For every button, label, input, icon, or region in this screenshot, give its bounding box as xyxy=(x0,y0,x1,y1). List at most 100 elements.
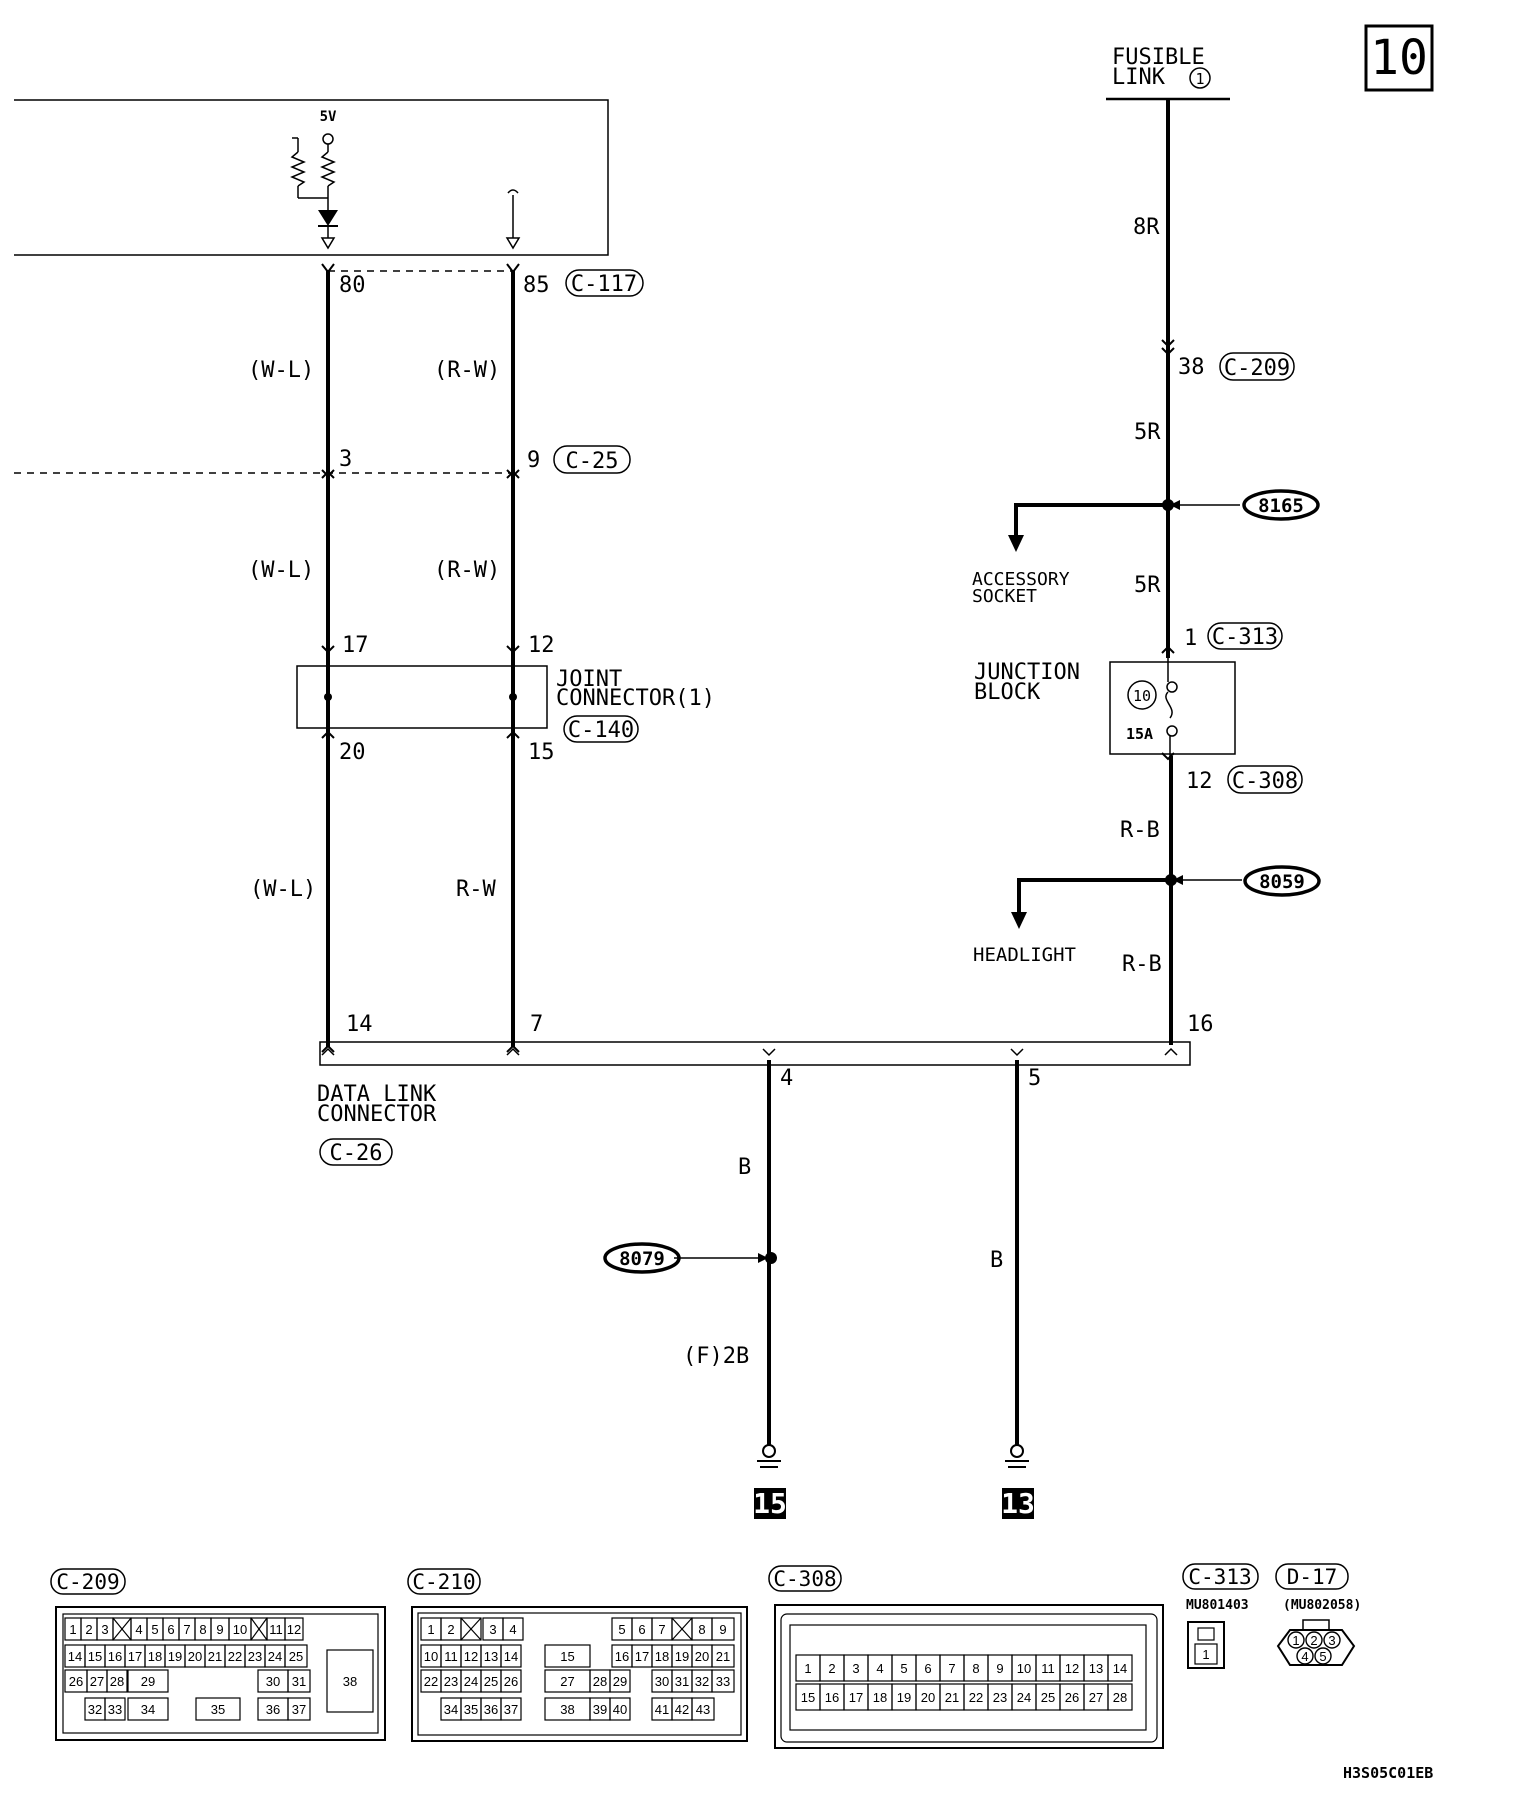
joint-connector-label-2: CONNECTOR(1) xyxy=(556,686,715,711)
c209-pin: 27 xyxy=(90,1674,104,1689)
pin-1: 1 xyxy=(1184,626,1197,651)
connector-c313: C-313 xyxy=(1212,625,1278,650)
c209-pin: 8 xyxy=(199,1622,206,1637)
connector-c209: C-209 xyxy=(1224,356,1290,381)
c209-pin-cell xyxy=(287,1697,311,1721)
c209-pin: 21 xyxy=(208,1649,222,1664)
c308-pin: 22 xyxy=(969,1690,983,1705)
diode-icon xyxy=(318,210,338,226)
connector-c25: C-25 xyxy=(566,449,619,474)
wire-color-wl-3: (W-L) xyxy=(250,877,316,902)
d17-pin: 1 xyxy=(1292,1633,1299,1648)
c209-pin: 25 xyxy=(289,1649,303,1664)
diagram-code: H3S05C01EB xyxy=(1343,1764,1433,1782)
d17-pin-ring xyxy=(1305,1631,1323,1649)
c209-pin-cell xyxy=(326,1649,374,1713)
c210-pin: 11 xyxy=(444,1649,458,1664)
second-resistor xyxy=(290,151,306,187)
c210-pin: 38 xyxy=(560,1702,574,1717)
dlc-label-2: CONNECTOR xyxy=(317,1102,437,1127)
c209-pin-cell xyxy=(127,1697,169,1721)
c210-pin: 18 xyxy=(655,1649,669,1664)
c308-pin: 14 xyxy=(1113,1661,1127,1676)
c313-part-number: MU801403 xyxy=(1186,1598,1249,1613)
d17-pin-ring xyxy=(1296,1647,1314,1665)
d17-pin: 3 xyxy=(1328,1633,1335,1648)
c210-pin-cell xyxy=(500,1669,522,1693)
c209-pin: 20 xyxy=(188,1649,202,1664)
c210-pin: 30 xyxy=(655,1674,669,1689)
c209-pin: 23 xyxy=(248,1649,262,1664)
c210-pin-cell xyxy=(502,1617,524,1641)
pin-20: 20 xyxy=(339,740,366,765)
c210-pin: 25 xyxy=(484,1674,498,1689)
c209-pin: 38 xyxy=(343,1674,357,1689)
c210-pin: 29 xyxy=(613,1674,627,1689)
c210-pin: 7 xyxy=(658,1622,665,1637)
wire-color-b-2: B xyxy=(990,1248,1003,1273)
c210-pin: 15 xyxy=(560,1649,574,1664)
c210-pin: 31 xyxy=(675,1674,689,1689)
c308-pin: 10 xyxy=(1017,1661,1031,1676)
c313-pin-1: 1 xyxy=(1202,1647,1209,1662)
wire-r-w xyxy=(506,263,520,1053)
c308-pin: 16 xyxy=(825,1690,839,1705)
c308-pin: 9 xyxy=(996,1661,1003,1676)
c308-pin: 1 xyxy=(804,1661,811,1676)
c209-pin: 1 xyxy=(69,1622,76,1637)
c308-pin: 4 xyxy=(876,1661,883,1676)
accessory-socket-label-1: ACCESSORY xyxy=(972,569,1070,590)
ground-13: 13 xyxy=(1001,1487,1035,1520)
pin-85: 85 xyxy=(523,273,550,298)
c210-pin: 34 xyxy=(444,1702,458,1717)
fusible-link-label-1: FUSIBLE xyxy=(1112,45,1205,70)
c209-pin-cell xyxy=(287,1669,311,1693)
pin-15: 15 xyxy=(528,740,555,765)
c308-pin: 21 xyxy=(945,1690,959,1705)
c209-pin: 10 xyxy=(233,1622,247,1637)
wire-color-5r-1: 5R xyxy=(1134,420,1161,445)
c209-pin: 30 xyxy=(266,1674,280,1689)
d17-pin: 2 xyxy=(1310,1633,1317,1648)
c210-pin: 4 xyxy=(509,1622,516,1637)
pullup-resistor xyxy=(320,151,336,187)
c210-pin: 3 xyxy=(489,1622,496,1637)
c308-pin: 25 xyxy=(1041,1690,1055,1705)
c209-pin: 33 xyxy=(108,1702,122,1717)
ecu-box: 5V xyxy=(14,99,609,256)
c209-pin: 16 xyxy=(108,1649,122,1664)
c210-pin: 32 xyxy=(695,1674,709,1689)
c209-pin: 31 xyxy=(292,1674,306,1689)
pin-3: 3 xyxy=(339,447,352,472)
c209-pin: 4 xyxy=(135,1622,142,1637)
d17-pin-ring xyxy=(1323,1631,1341,1649)
c210-pin: 27 xyxy=(560,1674,574,1689)
connector-c308: C-308 xyxy=(1232,769,1298,794)
d17-part-number: (MU802058) xyxy=(1283,1598,1361,1613)
c308-pin-cell xyxy=(1107,1683,1133,1711)
c210-pin: 43 xyxy=(696,1702,710,1717)
c210-pin: 22 xyxy=(424,1674,438,1689)
d17-pin-ring xyxy=(1287,1631,1305,1649)
c308-view-title: C-308 xyxy=(773,1567,836,1591)
junction-block-label-1: JUNCTION xyxy=(974,660,1080,685)
c209-pin: 29 xyxy=(141,1674,155,1689)
pin-80: 80 xyxy=(339,273,366,298)
ground-wire-4 xyxy=(674,1060,786,1519)
ground-15: 15 xyxy=(753,1487,787,1520)
c210-pin-cell xyxy=(500,1644,522,1668)
c209-pin-cell xyxy=(195,1697,241,1721)
c308-pin: 12 xyxy=(1065,1661,1079,1676)
c210-pin: 41 xyxy=(655,1702,669,1717)
wire-color-rb-2: R-B xyxy=(1122,952,1162,977)
connector-c140: C-140 xyxy=(568,718,634,743)
c209-pin: 2 xyxy=(85,1622,92,1637)
c210-pin-blank-mark xyxy=(460,1617,482,1641)
c308-pin: 18 xyxy=(873,1690,887,1705)
accessory-socket-label-2: SOCKET xyxy=(972,586,1037,607)
c210-pin-blank-mark xyxy=(671,1617,693,1641)
c209-pin: 11 xyxy=(269,1622,283,1637)
